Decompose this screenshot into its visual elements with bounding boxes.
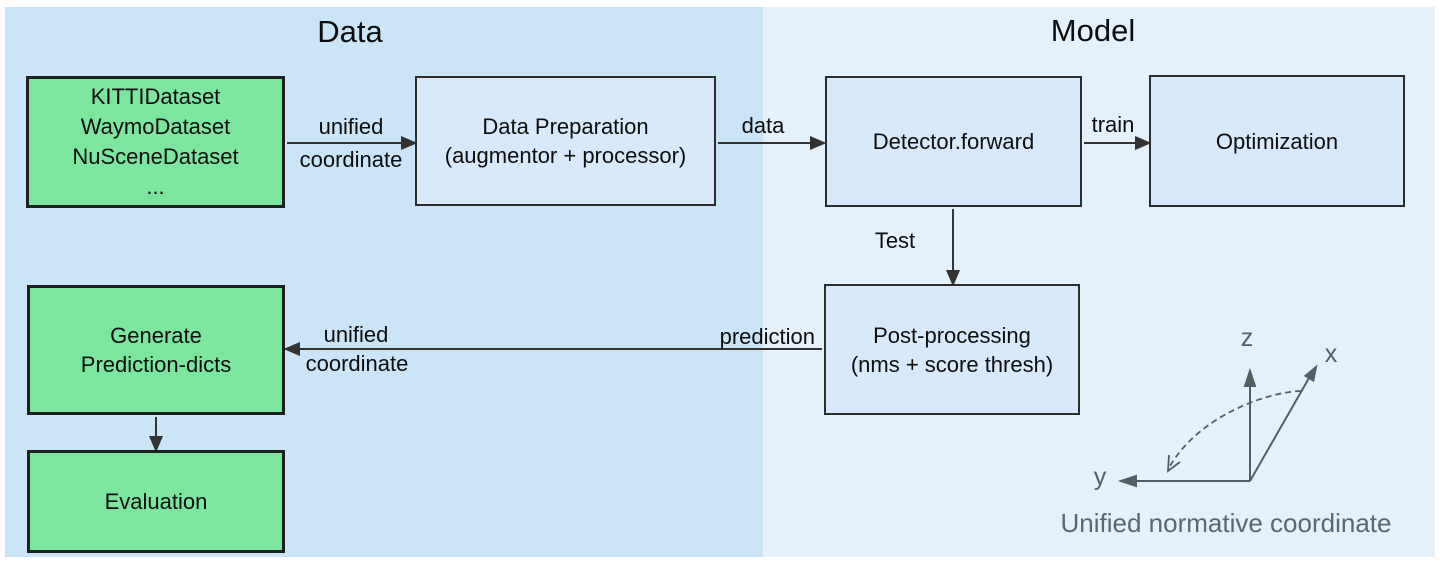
evaluation-box: Evaluation (27, 450, 285, 553)
detector-forward-box: Detector.forward (825, 76, 1082, 207)
post-processing-line: Post-processing (873, 322, 1031, 348)
detector-forward-line: Detector.forward (872, 129, 1035, 154)
generate-prediction-dicts-box: Generate Prediction-dicts (27, 285, 285, 415)
data-section-title: Data (317, 14, 383, 49)
evaluation-line: Evaluation (104, 489, 208, 514)
edge-label-prediction: prediction (719, 324, 815, 349)
arrowhead-postprocessing-to-generate (283, 341, 300, 357)
edge-label-unified-coordinate-2-bottom: coordinate (305, 351, 409, 376)
arrowhead-detector-to-optimization (1135, 135, 1152, 151)
edge-label-data: data (741, 113, 785, 138)
edge-label-unified-coordinate-top: unified (318, 114, 384, 139)
x-axis-arrowhead (1303, 364, 1318, 383)
arrowhead-datasets-to-preparation (401, 135, 418, 151)
x-axis-line (1249, 377, 1310, 482)
y-axis-label: y (1093, 463, 1107, 491)
model-section-title: Model (1050, 13, 1136, 48)
arrowhead-detector-to-postprocessing (945, 270, 961, 287)
arrowhead-generate-to-evaluation (148, 436, 164, 453)
generate-prediction-line: Generate (110, 323, 202, 348)
optimization-box: Optimization (1149, 75, 1405, 207)
z-axis-arrowhead (1243, 367, 1257, 387)
rotation-arc-dashed (1169, 390, 1302, 467)
post-processing-line: (nms + score thresh) (850, 351, 1054, 377)
data-preparation-line: (augmentor + processor) (444, 143, 687, 168)
datasets-line: WaymoDataset (80, 114, 231, 139)
edge-label-test: Test (874, 228, 916, 253)
edge-label-unified-coordinate-2-top: unified (323, 322, 389, 347)
z-axis-label: z (1240, 324, 1254, 352)
datasets-box: KITTIDataset WaymoDataset NuSceneDataset… (26, 76, 285, 208)
edge-label-unified-coordinate-bottom: coordinate (299, 147, 403, 172)
arrowhead-preparation-to-detector (810, 135, 827, 151)
generate-prediction-line: Prediction-dicts (80, 352, 232, 377)
data-preparation-box: Data Preparation (augmentor + processor) (415, 76, 716, 206)
x-axis-label: x (1324, 340, 1338, 368)
optimization-line: Optimization (1215, 128, 1339, 154)
post-processing-box: Post-processing (nms + score thresh) (824, 284, 1080, 415)
rotation-arc-arrowhead (1166, 454, 1181, 473)
edge-label-train: train (1091, 112, 1135, 137)
data-preparation-line: Data Preparation (482, 114, 649, 139)
coordinate-figure-caption: Unified normative coordinate (1060, 508, 1392, 538)
y-axis-arrowhead (1117, 474, 1137, 488)
datasets-ellipsis: ... (146, 174, 165, 199)
datasets-line: KITTIDataset (90, 84, 221, 109)
datasets-line: NuSceneDataset (72, 144, 239, 169)
